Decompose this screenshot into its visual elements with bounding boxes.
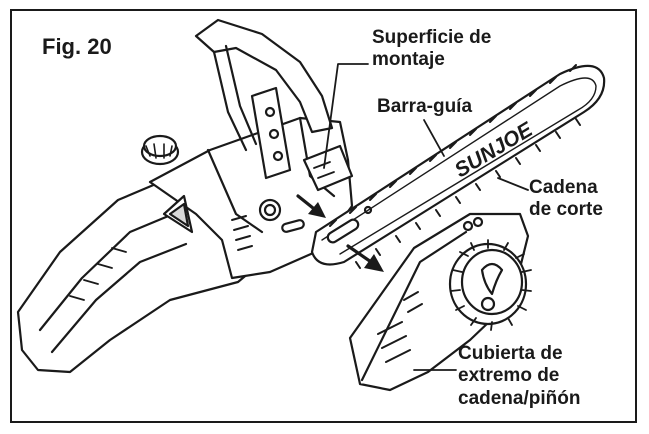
leader-lines	[323, 63, 529, 371]
label-sprocket-cover: Cubierta de extremo de cadena/piñón	[458, 343, 580, 410]
label-cutting-chain-line-2: de corte	[529, 199, 603, 221]
leader-cutting-chain	[497, 177, 529, 191]
saw-body	[16, 18, 354, 374]
assembly-arrows	[296, 194, 384, 272]
sprocket-cover	[348, 212, 532, 392]
arrow-to-mounting-icon	[308, 202, 326, 218]
label-guide-bar: Barra-guía	[377, 96, 472, 118]
label-sprocket-cover-line-2: extremo de	[458, 365, 560, 387]
label-cutting-chain: Cadena de corte	[529, 177, 603, 222]
label-mounting-surface-line-2: montaje	[372, 49, 445, 71]
leader-guide-bar	[423, 119, 445, 157]
guide-bar	[310, 64, 606, 269]
label-guide-bar-line-1: Barra-guía	[377, 96, 473, 117]
figure-label: Fig. 20	[42, 34, 112, 59]
arrow-to-cover-icon	[364, 254, 384, 272]
label-sprocket-cover-line-3: cadena/piñón	[458, 387, 581, 409]
label-mounting-surface: Superficie de montaje	[372, 27, 491, 72]
label-cutting-chain-line-1: Cadena	[529, 177, 598, 198]
leader-mounting-surface	[323, 63, 369, 169]
label-sprocket-cover-line-1: Cubierta de	[458, 343, 563, 364]
label-mounting-surface-line-1: Superficie de	[372, 27, 492, 48]
